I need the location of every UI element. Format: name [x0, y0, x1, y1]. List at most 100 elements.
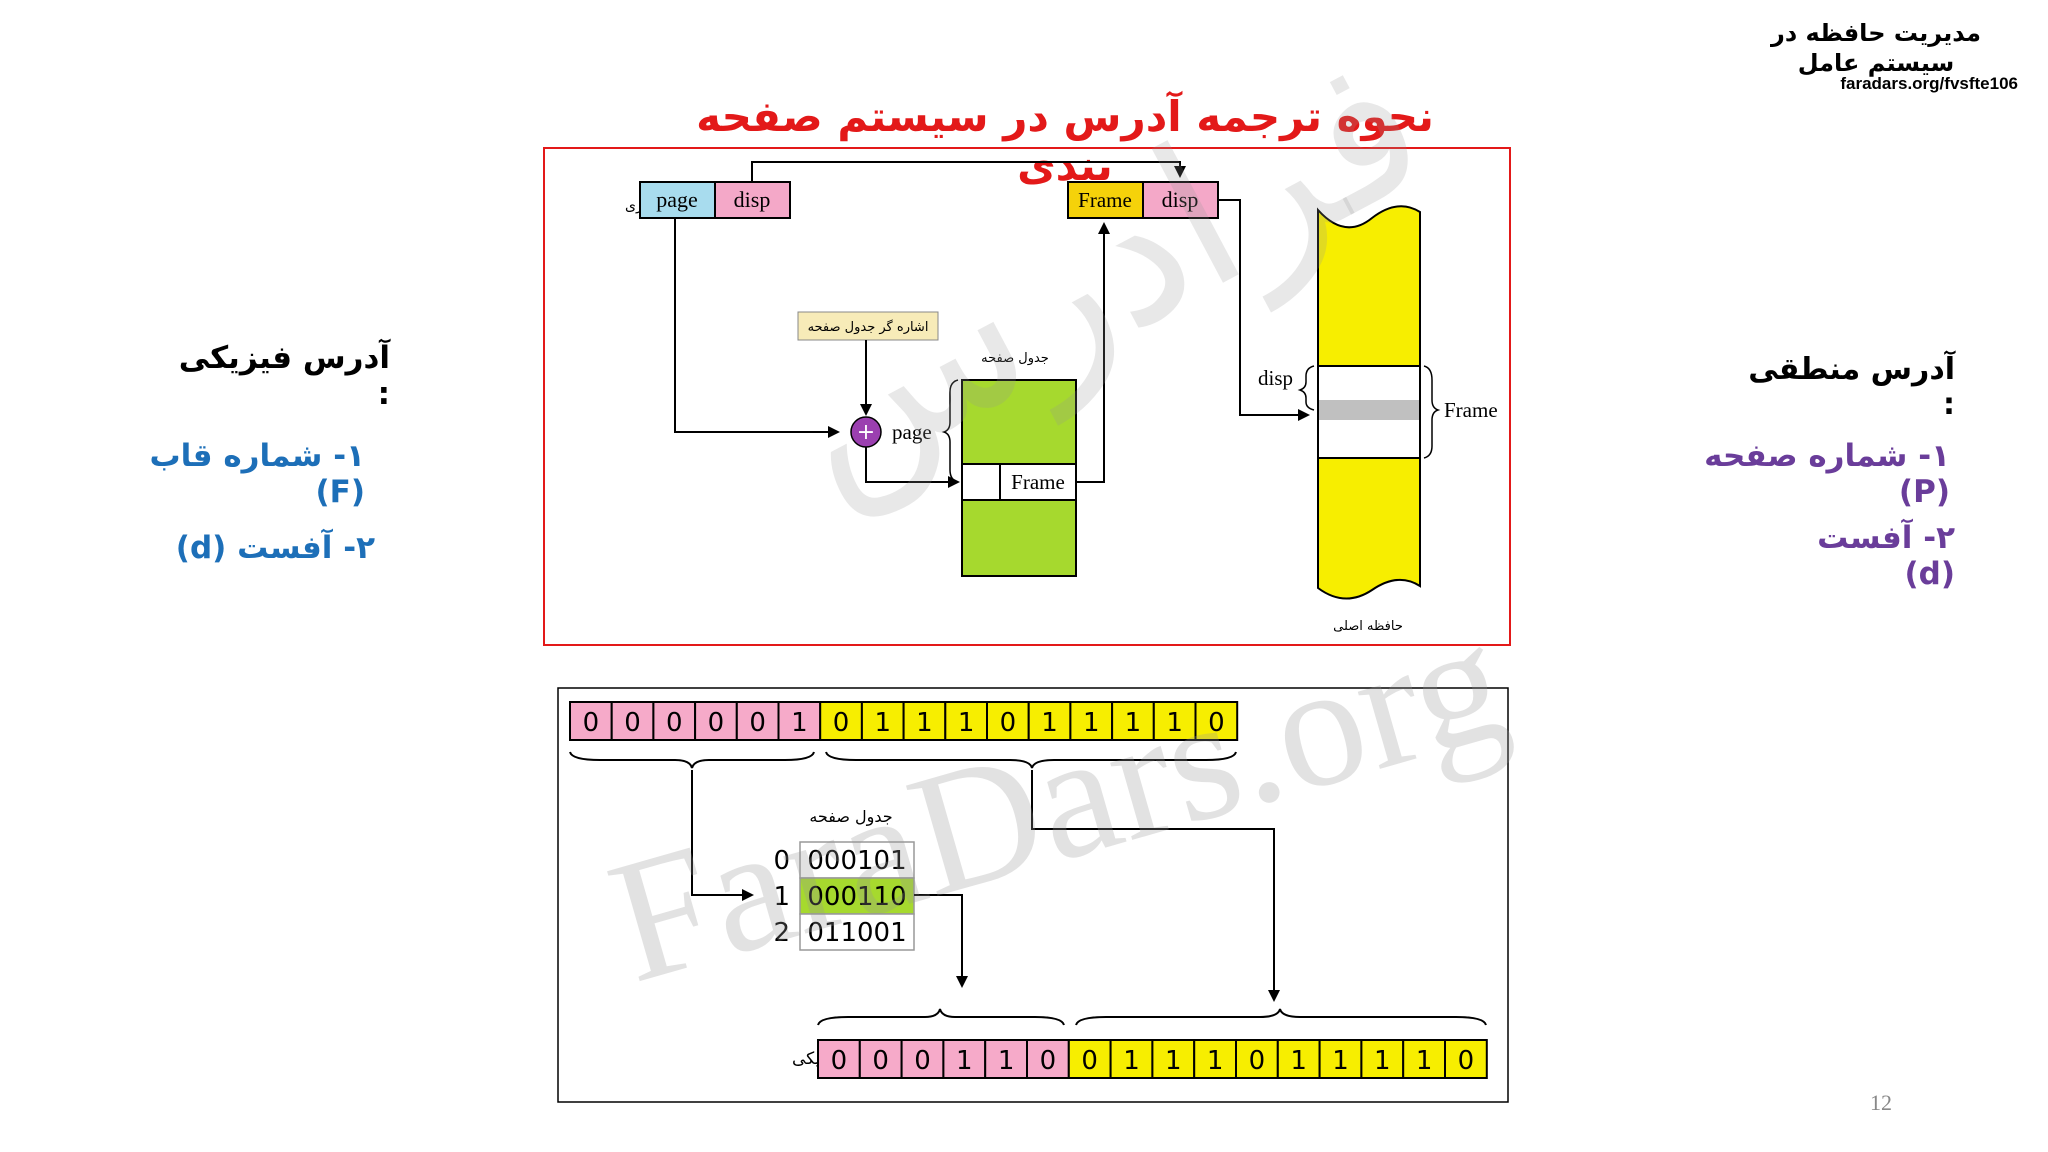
main-memory-bottom — [1317, 457, 1421, 600]
page-table-top-block — [961, 379, 1077, 465]
bit-value: 0 — [1040, 1046, 1057, 1076]
virtual-disp-label: disp — [734, 187, 771, 212]
bit-value: 1 — [956, 1046, 973, 1076]
physical-offset-brace — [1075, 1008, 1487, 1026]
bit-value: 0 — [1208, 708, 1225, 738]
page-table-row — [799, 841, 915, 879]
page-table-frame-label: Frame — [1011, 470, 1065, 494]
logical-offset-brace — [825, 751, 1237, 769]
page-table-frame-value: 011001 — [807, 918, 906, 948]
bit-value: 0 — [1081, 1046, 1098, 1076]
logical-address-heading: آدرس منطقی : — [1748, 352, 1955, 422]
page-table-frame-value: 000101 — [807, 846, 906, 876]
bit-value: 0 — [1000, 708, 1017, 738]
bit-value: 0 — [1458, 1046, 1475, 1076]
bit-value: 1 — [1123, 1046, 1140, 1076]
physical-disp-label: disp — [1162, 187, 1199, 212]
bit-value: 1 — [1125, 708, 1142, 738]
bit-value: 1 — [958, 708, 975, 738]
top-diagram: آدرس مجازی page disp Frame disp اشاره گر… — [543, 147, 1511, 646]
bit-cell — [694, 701, 738, 741]
bit-cell — [902, 701, 947, 741]
bit-cell — [1360, 1039, 1405, 1079]
virtual-disp-cell — [714, 181, 791, 219]
virtual-page-label: page — [656, 187, 698, 212]
bit-value: 1 — [1332, 1046, 1349, 1076]
disp-to-memory-arrow — [1218, 199, 1310, 421]
adder-to-table-arrow — [865, 447, 960, 488]
bit-cell — [819, 701, 863, 741]
page-table-frame-value: 000110 — [807, 882, 906, 912]
bit-value: 1 — [998, 1046, 1015, 1076]
bit-cell — [1027, 701, 1072, 741]
logical-address-item-offset: ۲- آفست (d) — [1817, 520, 1955, 592]
logical-page-brace — [569, 751, 815, 769]
bit-value: 0 — [872, 1046, 889, 1076]
bit-value: 0 — [833, 708, 850, 738]
bit-value: 0 — [666, 708, 683, 738]
bit-value: 1 — [1165, 1046, 1182, 1076]
header-title: مدیریت حافظه در سیستم عامل — [1771, 19, 1981, 77]
top-diagram-border — [543, 147, 1511, 646]
frame-to-physical-arrow — [1076, 222, 1110, 483]
page-table-brace — [941, 379, 959, 483]
page-table-index: 1 — [773, 882, 790, 912]
logical-address-item-page: ۱- شماره صفحه (P) — [1704, 438, 1950, 510]
physical-frame-brace — [817, 1008, 1065, 1026]
bit-value: 0 — [1249, 1046, 1266, 1076]
bit-value: 1 — [1041, 708, 1058, 738]
bit-cell — [1235, 1039, 1279, 1079]
physical-address-heading: آدرس فیزیکی : — [178, 340, 390, 412]
page-number-to-table-arrow — [691, 770, 754, 901]
bit-value: 1 — [1374, 1046, 1391, 1076]
disp-copy-arrow — [751, 161, 1186, 182]
bit-cell — [1444, 1039, 1488, 1079]
bit-value: 1 — [1166, 708, 1183, 738]
page-to-adder-arrow — [674, 218, 840, 438]
bit-cell — [817, 1039, 861, 1079]
page-table-index: 0 — [773, 846, 790, 876]
virtual-page-cell — [639, 181, 716, 219]
adder-symbol: + — [857, 420, 875, 445]
page-table-label: جدول صفحه — [981, 351, 1049, 366]
bit-value: 1 — [1207, 1046, 1224, 1076]
bit-cell — [1111, 701, 1155, 741]
bit-value: 0 — [831, 1046, 848, 1076]
memory-frame-label: Frame — [1444, 398, 1498, 422]
bit-value: 1 — [791, 708, 808, 738]
header-url: faradars.org/fvsfte106 — [1840, 74, 2018, 93]
memory-disp-brace — [1297, 365, 1315, 411]
bit-cell — [1151, 1039, 1196, 1079]
bit-value: 1 — [916, 708, 933, 738]
main-memory-top — [1317, 205, 1421, 367]
frame-to-physical-bits-arrow — [914, 894, 968, 988]
bit-cell — [900, 1039, 945, 1079]
bottom-page-table: 0 000101 1 000110 2 011001 — [773, 841, 915, 951]
bit-cell — [942, 1039, 987, 1079]
bit-cell — [610, 701, 655, 741]
bit-value: 0 — [914, 1046, 931, 1076]
bit-cell — [1193, 1039, 1237, 1079]
page-table-pointer-box — [797, 311, 939, 341]
physical-address-item-offset: ۲- آفست (d) — [175, 530, 375, 566]
bit-cell — [1194, 701, 1239, 741]
bottom-page-table-label: جدول صفحه — [809, 807, 892, 827]
page-table-index: 2 — [773, 918, 790, 948]
page-table-row — [799, 877, 915, 915]
adder-page-label: page — [892, 420, 932, 444]
bit-value: 0 — [624, 708, 641, 738]
page-table-bottom-block — [961, 499, 1077, 577]
bit-value: 1 — [1290, 1046, 1307, 1076]
page-table-row — [799, 913, 915, 951]
main-memory-label: حافظه اصلی — [1333, 619, 1403, 634]
bit-value: 0 — [583, 708, 600, 738]
physical-frame-cell — [1067, 181, 1144, 219]
physical-address-item-frame: ۱- شماره قاب (F) — [149, 438, 365, 510]
bit-value: 1 — [874, 708, 891, 738]
bit-cell — [652, 701, 697, 741]
page-number: 12 — [1870, 1090, 1892, 1115]
bit-value: 1 — [1416, 1046, 1433, 1076]
main-memory-frame-slot — [1319, 400, 1419, 420]
